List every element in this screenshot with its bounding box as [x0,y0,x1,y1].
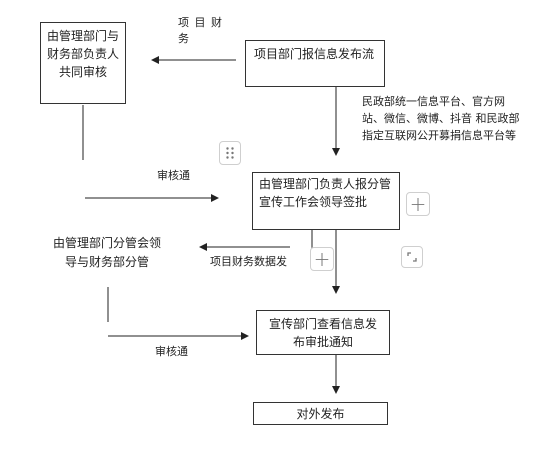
node-leader-approval: 由管理部门负责人报分管宣传工作会领导签批 [252,172,400,230]
label-finance-data: 项目财务数据发 [210,255,287,268]
node-management-finance-review-label: 由管理部门与财务部负责人共同审核 [47,29,120,79]
resize-handle[interactable] [401,246,423,268]
node-division-leaders-label: 由管理部门分管会领导与财务部分管 [52,236,161,269]
add-node-button-below[interactable]: + [310,247,334,271]
node-external-publish: 对外发布 [253,402,388,425]
label-approved-2: 审核通 [155,345,188,358]
node-management-finance-review: 由管理部门与财务部负责人共同审核 [40,22,126,104]
node-project-department: 项目部门报信息发布流 [245,40,385,87]
plus-icon: + [313,247,331,271]
node-publicity-review-label: 宣传部门查看信息发布审批通知 [268,317,377,349]
node-leader-approval-label: 由管理部门负责人报分管宣传工作会领导签批 [259,177,392,209]
plus-icon: + [409,192,427,216]
node-publicity-review: 宣传部门查看信息发布审批通知 [256,310,390,355]
label-publish-channels: 民政部统一信息平台、官方网站、微信、微博、抖音 和民政部指定互联网公开募捐信息平… [362,95,520,142]
add-node-button-right[interactable]: + [406,192,430,216]
drag-handle[interactable] [219,141,241,165]
label-approved-1: 审核通 [157,169,190,182]
node-external-publish-label: 对外发布 [296,407,345,421]
grip-dots-icon [226,147,234,159]
label-project-finance: 项 目 财 务 [178,16,223,45]
resize-corner-icon [407,252,417,262]
node-project-department-label: 项目部门报信息发布流 [254,47,375,61]
node-division-leaders: 由管理部门分管会领导与财务部分管 [52,234,162,272]
